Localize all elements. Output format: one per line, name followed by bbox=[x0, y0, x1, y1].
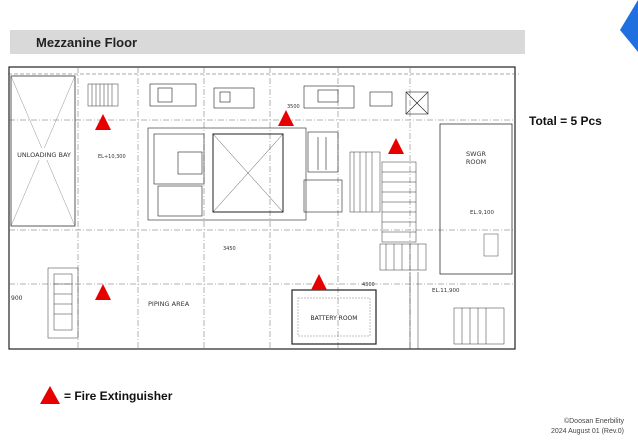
fire-extinguisher-legend-icon bbox=[40, 386, 60, 404]
footer: ©Doosan Enerbility 2024 August 01 (Rev.0… bbox=[551, 417, 624, 437]
elevation-low-left-label: 900 bbox=[11, 295, 23, 302]
central-equipment-block bbox=[147, 127, 343, 221]
title-bar: Mezzanine Floor bbox=[10, 30, 525, 54]
fire-extinguisher-marker bbox=[278, 110, 294, 126]
page-title: Mezzanine Floor bbox=[36, 35, 138, 50]
fire-extinguisher-marker bbox=[95, 114, 111, 130]
footer-date: 2024 August 01 (Rev.0) bbox=[550, 428, 624, 435]
fire-extinguisher-marker bbox=[311, 274, 327, 290]
fire-extinguisher-marker bbox=[95, 284, 111, 300]
left-stair bbox=[87, 83, 119, 107]
floor-plan: UNLOADING BAY EL+10,300 bbox=[8, 66, 519, 350]
piping-area-label: PIPING AREA bbox=[148, 300, 190, 308]
dimension-3450-label: 3450 bbox=[223, 246, 236, 252]
elevation-left-label: EL+10,300 bbox=[98, 154, 126, 160]
total-count-label: Total = 5 Pcs bbox=[529, 114, 602, 128]
dimension-3500-label: 3500 bbox=[287, 104, 300, 110]
battery-room: BATTERY ROOM bbox=[291, 289, 377, 345]
fire-extinguisher-markers bbox=[95, 110, 404, 300]
lower-right-stair bbox=[453, 307, 505, 345]
elevation-right-label: EL.9,100 bbox=[470, 210, 495, 216]
footer-company: ©Doosan Enerbility bbox=[563, 418, 624, 425]
battery-room-label: BATTERY ROOM bbox=[311, 315, 358, 322]
top-equipment bbox=[149, 83, 429, 115]
unloading-bay-area: UNLOADING BAY bbox=[10, 75, 76, 227]
lower-left-stair bbox=[47, 267, 79, 339]
unloading-bay-label: UNLOADING BAY bbox=[17, 151, 71, 159]
conveyor-band bbox=[349, 151, 427, 349]
fire-extinguisher-marker bbox=[388, 138, 404, 154]
elevation-low-right-label: EL.11,900 bbox=[432, 288, 460, 294]
dimension-4300-label: 4300 bbox=[362, 282, 375, 288]
legend-label: = Fire Extinguisher bbox=[64, 389, 173, 403]
accent-corner-shape bbox=[620, 0, 638, 52]
